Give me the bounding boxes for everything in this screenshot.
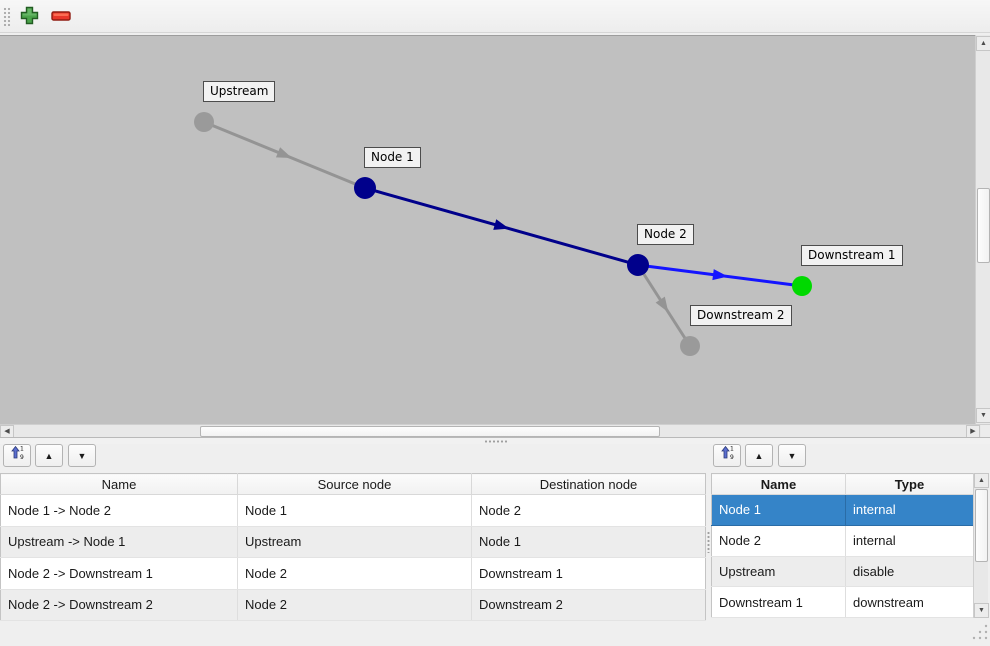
table-cell[interactable]: Node 2 — [471, 494, 706, 527]
move-down-icon: ▼ — [77, 450, 87, 461]
remove-node-button[interactable] — [49, 6, 73, 28]
svg-text:1: 1 — [20, 446, 24, 453]
table-cell[interactable]: Node 1 — [237, 494, 472, 527]
scroll-down-button[interactable]: ▼ — [974, 603, 989, 618]
graph-node-downstream1[interactable] — [792, 276, 812, 296]
canvas-vertical-scrollbar[interactable]: ▲ ▼ — [975, 35, 990, 424]
table-cell[interactable]: Node 2 -> Downstream 2 — [0, 589, 238, 621]
edges-move-up-button[interactable]: ▲ — [35, 444, 63, 467]
sort-ascending-icon: 1 9 — [9, 446, 25, 462]
table-cell[interactable]: Node 1 — [711, 494, 846, 526]
svg-text:9: 9 — [20, 454, 24, 460]
horizontal-scroll-thumb[interactable] — [200, 426, 660, 437]
column-header-name[interactable]: Name — [0, 473, 238, 495]
column-header-source-node[interactable]: Source node — [237, 473, 472, 495]
nodes-table-scrollbar[interactable]: ▲ ▼ — [973, 473, 989, 618]
add-node-button[interactable] — [17, 6, 41, 28]
node-label-node2[interactable]: Node 2 — [637, 224, 694, 245]
edge-arrow-icon — [655, 296, 669, 313]
table-cell[interactable]: disable — [845, 556, 974, 588]
table-cell[interactable]: Downstream 1 — [471, 557, 706, 590]
resize-grip-icon — [972, 624, 988, 640]
scroll-right-button[interactable]: ▶ — [966, 425, 980, 438]
splitter-grip-dots — [707, 531, 710, 553]
splitter-grip-dots — [484, 440, 508, 443]
table-cell[interactable]: Downstream 1 — [711, 586, 846, 618]
edge-arrow-icon — [712, 269, 728, 281]
edge-arrow-icon — [493, 219, 510, 230]
graph-node-upstream[interactable] — [194, 112, 214, 132]
vertical-scroll-thumb[interactable] — [977, 188, 990, 263]
nodes-move-up-button[interactable]: ▲ — [745, 444, 773, 467]
triangle-right-icon: ▶ — [970, 428, 976, 435]
graph-node-downstream2[interactable] — [680, 336, 700, 356]
table-cell[interactable]: downstream — [845, 586, 974, 618]
table-cell[interactable]: Node 2 -> Downstream 1 — [0, 557, 238, 590]
plus-icon — [20, 6, 39, 28]
triangle-left-icon: ◀ — [4, 428, 10, 435]
table-cell[interactable]: Downstream 2 — [471, 589, 706, 621]
svg-text:1: 1 — [730, 446, 734, 453]
canvas-horizontal-scrollbar[interactable]: ◀ ▶ — [0, 424, 981, 438]
scroll-up-button[interactable]: ▲ — [976, 36, 990, 51]
table-cell[interactable]: internal — [845, 525, 974, 557]
minus-icon — [51, 11, 71, 28]
table-cell[interactable]: Upstream — [711, 556, 846, 588]
table-cell[interactable]: Upstream — [237, 526, 472, 558]
window-resize-grip[interactable] — [971, 623, 989, 641]
edge-arrow-icon — [275, 147, 292, 159]
node-label-upstream[interactable]: Upstream — [203, 81, 276, 102]
horizontal-splitter[interactable] — [0, 437, 990, 444]
nodes-table-header-row: Name Type — [711, 473, 974, 495]
table-cell[interactable]: Node 2 — [711, 525, 846, 557]
node-label-downstream1[interactable]: Downstream 1 — [801, 245, 903, 266]
edges-sort-button[interactable]: 1 9 — [3, 444, 31, 467]
nodes-sort-button[interactable]: 1 9 — [713, 444, 741, 467]
table-cell[interactable]: Node 2 — [237, 589, 472, 621]
graph-svg — [194, 112, 812, 356]
triangle-up-icon: ▲ — [980, 40, 987, 47]
table-cell[interactable]: Upstream -> Node 1 — [0, 526, 238, 558]
table-cell[interactable]: internal — [845, 494, 974, 526]
main-toolbar — [0, 0, 990, 33]
sort-ascending-icon: 1 9 — [719, 446, 735, 462]
scroll-up-button[interactable]: ▲ — [974, 473, 989, 488]
vertical-scroll-thumb[interactable] — [975, 489, 988, 562]
column-header-name[interactable]: Name — [711, 473, 846, 495]
node-label-downstream2[interactable]: Downstream 2 — [690, 305, 792, 326]
toolbar-drag-handle[interactable] — [3, 7, 11, 26]
table-cell[interactable]: Node 1 — [471, 526, 706, 558]
table-cell[interactable]: Node 2 — [237, 557, 472, 590]
scroll-down-button[interactable]: ▼ — [976, 408, 990, 423]
graph-node-node2[interactable] — [627, 254, 649, 276]
edges-move-down-button[interactable]: ▼ — [68, 444, 96, 467]
table-cell[interactable]: Node 1 -> Node 2 — [0, 494, 238, 527]
nodes-move-down-button[interactable]: ▼ — [778, 444, 806, 467]
triangle-down-icon: ▼ — [978, 607, 985, 614]
scrollbar-corner — [981, 424, 990, 437]
move-up-icon: ▲ — [44, 450, 54, 461]
move-down-icon: ▼ — [787, 450, 797, 461]
vertical-splitter[interactable] — [705, 473, 711, 620]
column-header-type[interactable]: Type — [845, 473, 974, 495]
svg-text:9: 9 — [730, 454, 734, 460]
graph-node-node1[interactable] — [354, 177, 376, 199]
node-label-node1[interactable]: Node 1 — [364, 147, 421, 168]
move-up-icon: ▲ — [754, 450, 764, 461]
edges-table-header-row: Name Source node Destination node — [0, 473, 706, 495]
triangle-down-icon: ▼ — [980, 412, 987, 419]
triangle-up-icon: ▲ — [978, 477, 985, 484]
edges-table: Name Source node Destination node Node 1… — [0, 473, 706, 621]
column-header-destination-node[interactable]: Destination node — [471, 473, 706, 495]
